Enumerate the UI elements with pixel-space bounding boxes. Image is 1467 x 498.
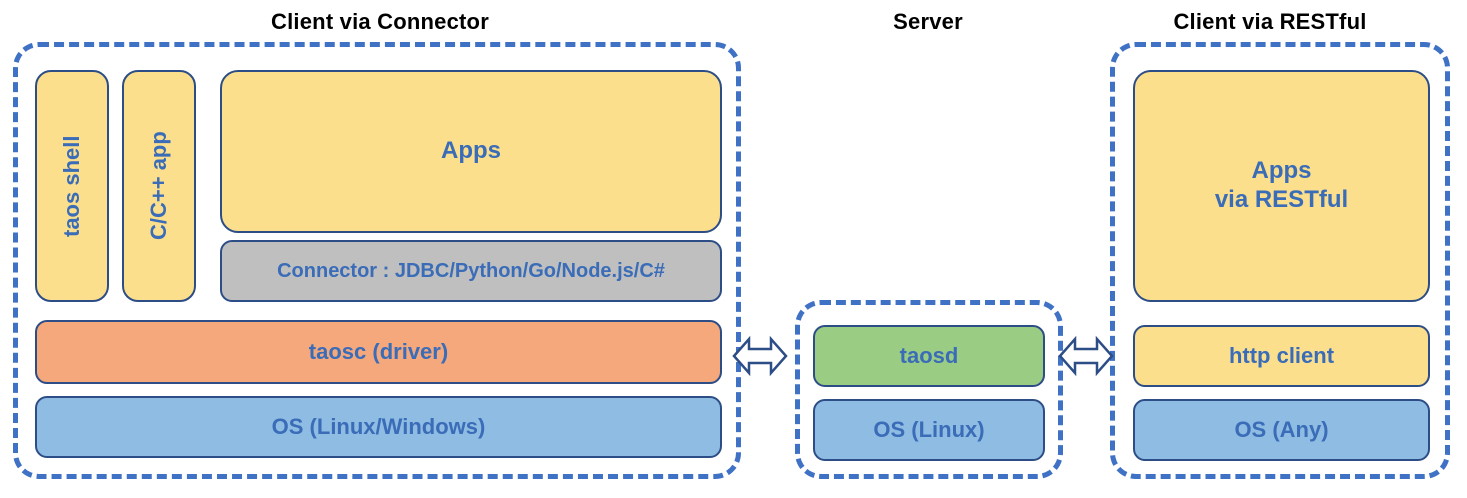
block-taosd: taosd: [813, 325, 1045, 387]
block-apps-via-restful-line2: via RESTful: [1214, 186, 1349, 213]
block-os-any: OS (Any): [1133, 399, 1430, 461]
block-os-linux: OS (Linux): [813, 399, 1045, 461]
panel-client-via-restful: [1110, 42, 1450, 479]
block-apps: Apps: [220, 70, 722, 233]
panel-server: [795, 300, 1063, 479]
block-c-cpp-app: C/C++ app: [122, 70, 196, 302]
block-connector-libraries: Connector : JDBC/Python/Go/Node.js/C#: [220, 240, 722, 302]
panel-client-via-connector: [13, 42, 741, 479]
block-apps-via-restful: Apps via RESTful: [1133, 70, 1430, 302]
block-taosc-driver: taosc (driver): [35, 320, 722, 384]
section-title-client-via-connector: Client via Connector: [271, 9, 489, 34]
double-headed-arrow-icon-left: [732, 335, 788, 377]
section-title-client-via-restful: Client via RESTful: [1173, 9, 1367, 34]
double-headed-arrow-icon-right: [1058, 335, 1114, 377]
section-title-server: Server: [893, 9, 963, 34]
block-os-linux-windows: OS (Linux/Windows): [35, 396, 722, 458]
block-taos-shell: taos shell: [35, 70, 109, 302]
block-http-client: http client: [1133, 325, 1430, 387]
block-apps-via-restful-line1: Apps: [1251, 157, 1312, 185]
